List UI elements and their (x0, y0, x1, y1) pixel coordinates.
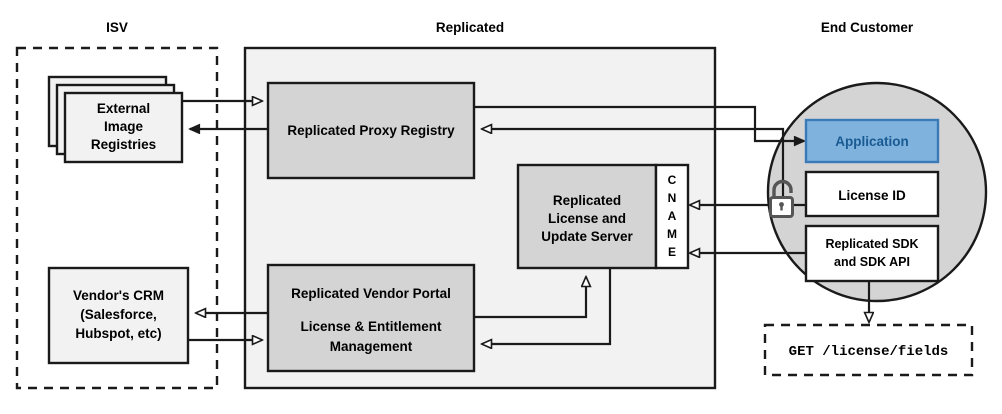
vendor-portal-label-2: License & Entitlement (300, 319, 442, 334)
vendors-crm-label-3: Hubspot, etc) (75, 326, 161, 341)
cname-letter-n: N (668, 191, 677, 205)
node-replicated-vendor-portal[interactable]: Replicated Vendor Portal License & Entit… (266, 263, 476, 373)
vendor-portal-box (266, 263, 476, 373)
replicated-sdk-label-1: Replicated SDK (825, 237, 918, 251)
external-image-registries-label-3: Registries (91, 137, 156, 152)
vendors-crm-box (47, 266, 190, 365)
edge-proxy-to-application (474, 105, 804, 141)
api-request-box (763, 323, 974, 377)
api-request-label: GET /license/fields (789, 344, 949, 360)
vendors-crm-label-2: (Salesforce, (80, 307, 157, 322)
node-license-update-server[interactable]: Replicated License and Update Server (516, 163, 658, 270)
node-application[interactable]: Application (804, 118, 940, 164)
unlock-icon (769, 179, 794, 218)
replicated-sdk-label-2: and SDK API (834, 255, 910, 269)
vendors-crm-label-1: Vendor's CRM (73, 288, 164, 303)
proxy-registry-label: Replicated Proxy Registry (287, 123, 455, 138)
node-replicated-proxy-registry[interactable]: Replicated Proxy Registry (266, 81, 476, 180)
application-box (804, 118, 940, 164)
license-update-server-label-3: Update Server (541, 229, 633, 244)
edge-application-to-proxy (482, 129, 785, 205)
node-vendors-crm[interactable]: Vendor's CRM (Salesforce, Hubspot, etc) (47, 266, 190, 365)
edge-license-server-to-portal (482, 268, 612, 344)
license-update-server-label-1: Replicated (553, 193, 621, 208)
external-image-registries-stack-front (63, 91, 184, 164)
external-image-registries-label-2: Image (104, 119, 144, 134)
vendor-portal-label-1: Replicated Vendor Portal (291, 286, 451, 301)
node-external-image-registries[interactable]: External Image Registries (47, 75, 184, 164)
cname-box (654, 163, 690, 270)
node-api-request[interactable]: GET /license/fields (763, 323, 974, 377)
isv-boundary (15, 46, 219, 390)
vendor-portal-label-3: Management (330, 339, 413, 354)
license-update-server-box (516, 163, 658, 270)
group-title-isv: ISV (106, 20, 128, 35)
proxy-registry-box (266, 81, 476, 180)
node-replicated-sdk[interactable]: Replicated SDK and SDK API (804, 224, 940, 283)
license-id-box (804, 170, 940, 218)
node-cname-strip[interactable]: C N A M E (654, 163, 690, 270)
group-title-end-customer: End Customer (821, 20, 914, 35)
external-image-registries-label-1: External (97, 101, 150, 116)
edge-portal-to-license-server (474, 277, 586, 319)
application-label: Application (835, 134, 909, 149)
license-id-label: License ID (838, 188, 906, 203)
cname-letter-c: C (668, 173, 677, 187)
replicated-sdk-box (804, 224, 940, 283)
license-update-server-label-2: License and (548, 211, 626, 226)
cname-letter-a: A (668, 209, 677, 223)
node-license-id[interactable]: License ID (804, 170, 940, 218)
group-title-replicated: Replicated (436, 20, 504, 35)
cname-letter-e: E (668, 245, 676, 259)
cname-letter-m: M (667, 227, 677, 241)
